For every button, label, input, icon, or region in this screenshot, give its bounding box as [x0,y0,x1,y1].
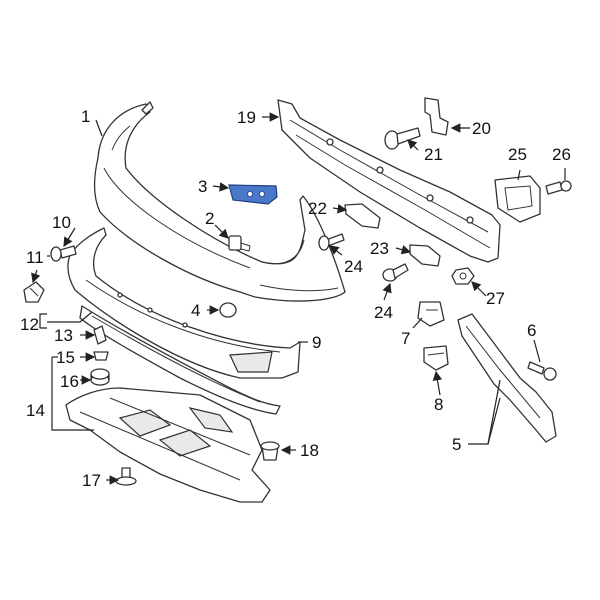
reinforcement-beam-19 [277,99,501,263]
lower-trim-strip [79,305,281,415]
retainer-7 [417,301,445,327]
callout-8: 8 [434,395,443,414]
callout-5: 5 [452,435,461,454]
bolt-21 [384,127,421,150]
nut-27 [451,267,475,285]
callout-17: 17 [82,471,101,490]
callout-15: 15 [56,348,75,367]
callout-20: 20 [472,119,491,138]
callout-25: 25 [508,145,527,164]
screw-10 [50,245,77,262]
pin-17 [115,467,137,486]
bolt-26 [545,180,572,195]
retainer-8 [423,345,449,371]
callout-24-lower: 24 [374,303,393,322]
plug-part [219,302,237,318]
bracket-13 [93,325,107,345]
bracket-20 [424,97,449,136]
callout-27: 27 [486,289,505,308]
callout-3: 3 [198,177,207,196]
callout-19: 19 [237,108,256,127]
callout-4: 4 [191,301,200,320]
grommet-18 [260,441,280,461]
bumper-cover [93,101,346,302]
bracket-22 [344,203,381,229]
callout-23: 23 [370,239,389,258]
bracket-23 [409,244,441,267]
callout-22: 22 [308,199,327,218]
callout-16: 16 [60,372,79,391]
bolt-24-lower [382,263,409,282]
nut-16 [90,368,110,386]
callout-18: 18 [300,441,319,460]
under-cover-14 [65,387,271,503]
callout-7: 7 [401,329,410,348]
leader-lines [31,112,566,485]
callout-11: 11 [26,248,44,267]
callout-24-upper: 24 [344,257,363,276]
callout-10: 10 [52,213,71,232]
lower-valance [67,227,301,379]
reflector-part-highlighted [228,184,278,205]
clip-15 [93,351,109,361]
callout-6: 6 [527,321,536,340]
callout-9: 9 [312,333,321,352]
callout-21: 21 [424,145,443,164]
side-guide-5 [457,313,557,443]
sensor-bracket-25 [494,175,541,223]
callout-13: 13 [54,326,73,345]
bolt-6 [527,361,557,381]
bolt-24-upper [318,233,345,251]
clip-11 [23,281,45,303]
callout-26: 26 [552,145,571,164]
callout-14: 14 [26,401,45,420]
callout-12: 12 [20,315,39,334]
clip-part [228,235,251,252]
callout-2: 2 [205,209,214,228]
callout-1: 1 [81,107,90,126]
